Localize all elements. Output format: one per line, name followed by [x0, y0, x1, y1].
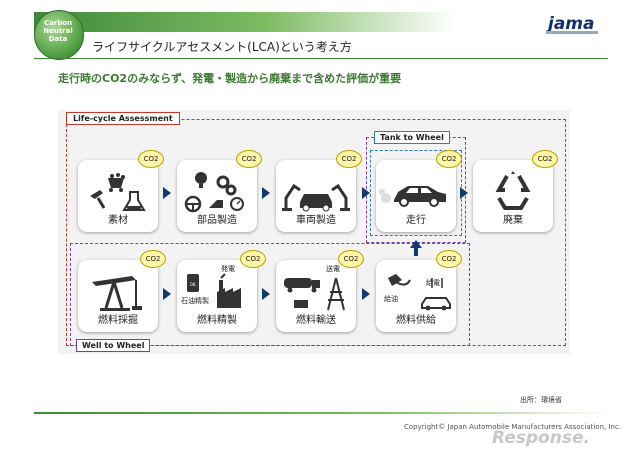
co2-cloud: CO2 [236, 150, 262, 168]
stage-parts: 部品製造 [177, 160, 257, 232]
title-rule [34, 58, 608, 59]
transport-icon [284, 277, 345, 311]
stage-label: 燃料採掘 [98, 315, 138, 326]
page-subtitle: 走行時のCO2のみならず、発電・製造から廃棄まで含めた評価が重要 [58, 70, 401, 86]
header-green-bar [34, 12, 454, 32]
flow-arrow [262, 187, 270, 199]
note-refueling: 給油 [384, 295, 398, 303]
co2-cloud: CO2 [436, 250, 462, 268]
tank-to-wheel-label: Tank to Wheel [374, 131, 450, 144]
note-power-transmission: 送電 [326, 265, 340, 273]
co2-text: CO2 [143, 155, 159, 163]
refinery-icon: OIL [187, 273, 241, 308]
subtitle-text: 走行時のCO2のみならず、発電・製造から廃棄まで含めた評価が重要 [58, 72, 402, 85]
up-arrow-stem [414, 248, 418, 256]
car-icon [379, 186, 446, 207]
co2-cloud: CO2 [338, 250, 364, 268]
co2-cloud: CO2 [532, 150, 558, 168]
stage-label: 部品製造 [197, 215, 237, 226]
co2-text: CO2 [241, 155, 257, 163]
stage-fuel-refining: OIL 発電 石油精製 燃料精製 [177, 260, 257, 332]
co2-cloud: CO2 [336, 150, 362, 168]
co2-text: CO2 [537, 155, 553, 163]
stage-label: 走行 [406, 215, 426, 226]
up-arrow [410, 240, 422, 248]
co2-text: CO2 [145, 255, 161, 263]
stage-label: 燃料精製 [197, 315, 237, 326]
well-to-wheel-frame [70, 243, 470, 346]
logo-line-3: Data [48, 35, 68, 43]
flow-arrow [163, 187, 171, 199]
co2-text: CO2 [341, 155, 357, 163]
stage-label: 素材 [108, 215, 128, 226]
note-charging: 給電 [426, 279, 440, 287]
well-to-wheel-label: Well to Wheel [76, 339, 151, 352]
stage-vehicle-manufacturing: 車両製造 [276, 160, 356, 232]
stage-fuel-supply: 給電 給油 燃料供給 [376, 260, 456, 332]
co2-cloud: CO2 [436, 150, 462, 168]
flow-arrow [362, 288, 370, 300]
carbon-neutral-logo-text: Carbon Neutral Data [34, 19, 82, 43]
co2-cloud: CO2 [140, 250, 166, 268]
materials-icon [90, 173, 146, 211]
stage-label: 燃料供給 [396, 315, 436, 326]
flow-arrow [460, 187, 468, 199]
response-watermark: Response. [492, 428, 590, 448]
carbon-neutral-logo [34, 10, 84, 60]
factory-robot-icon [282, 183, 350, 212]
recycle-icon [495, 171, 531, 210]
parts-icon [184, 172, 244, 213]
co2-cloud: CO2 [240, 250, 266, 268]
flow-arrow [362, 187, 370, 199]
stage-driving: 走行 [376, 160, 456, 232]
lca-label: Life-cycle Assessment [66, 112, 180, 125]
co2-text: CO2 [245, 255, 261, 263]
copyright-text: Copyright© Japan Automobile Manufacturer… [404, 423, 622, 431]
stage-fuel-transport: 送電 燃料輸送 [276, 260, 356, 332]
flow-arrow [163, 288, 171, 300]
flow-arrow [262, 288, 270, 300]
note-oil-refining: 石油精製 [181, 297, 209, 305]
oil-pump-icon [92, 276, 142, 311]
co2-cloud: CO2 [138, 150, 164, 168]
stage-disposal: 廃棄 [473, 160, 553, 232]
co2-text: CO2 [343, 255, 359, 263]
stage-label: 車両製造 [296, 215, 336, 226]
note-power-generation: 発電 [221, 265, 235, 273]
stage-label: 廃棄 [503, 215, 523, 226]
logo-line-2: Neutral [43, 27, 73, 35]
co2-text: CO2 [441, 255, 457, 263]
logo-line-1: Carbon [43, 19, 73, 27]
co2-text: CO2 [441, 155, 457, 163]
page-title: ライフサイクルアセスメント(LCA)という考え方 [92, 40, 352, 54]
jama-logo: jama [548, 14, 595, 34]
source-note: 出所：環境省 [520, 396, 562, 404]
stage-fuel-extraction: 燃料採掘 [78, 260, 158, 332]
jama-logo-underline [546, 31, 598, 34]
stage-label: 燃料輸送 [296, 315, 336, 326]
stage-materials: 素材 [78, 160, 158, 232]
footer-rule [34, 412, 608, 414]
svg-text:OIL: OIL [190, 282, 197, 287]
fuel-station-icon [388, 274, 451, 311]
